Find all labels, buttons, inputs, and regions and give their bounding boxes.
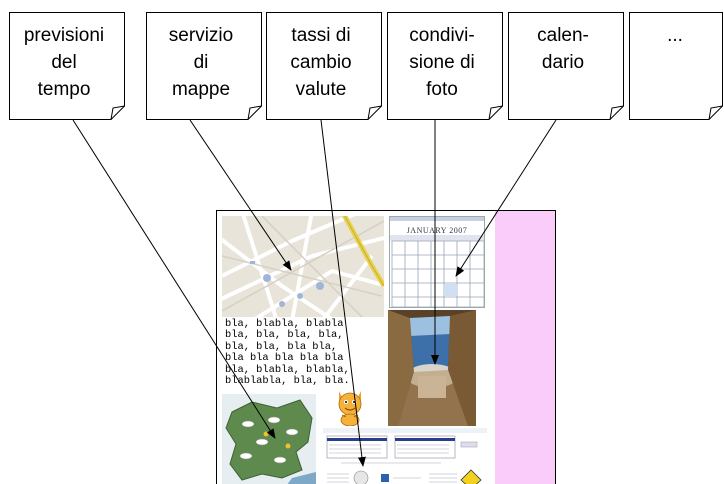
note-weather-label: previsioni del tempo <box>23 25 105 100</box>
note-shape <box>9 12 125 120</box>
note-calendar: calen- dario <box>508 12 624 120</box>
note-photos: condivi- sione di foto <box>387 12 503 120</box>
note-shape <box>387 12 503 120</box>
note-shape <box>146 12 262 120</box>
arrow-weather <box>72 119 276 439</box>
page-side-column <box>495 211 555 484</box>
weather-map-drawing <box>222 394 316 484</box>
note-shape <box>508 12 624 120</box>
note-currency: tassi di cambio valute <box>266 12 382 120</box>
note-currency-label: tassi di cambio valute <box>290 25 352 100</box>
note-shape <box>266 12 382 120</box>
note-calendar-label: calen- dario <box>537 25 589 73</box>
map-drawing <box>222 216 384 317</box>
photo-widget <box>388 310 476 426</box>
note-more: ... <box>629 12 723 120</box>
note-shape <box>629 12 723 120</box>
currency-widget <box>321 426 489 484</box>
arrow-calendar <box>455 119 557 277</box>
note-maps-label: servizio di mappe <box>168 25 234 100</box>
weather-widget <box>222 394 316 484</box>
photo-drawing <box>388 310 476 426</box>
map-widget <box>222 216 384 317</box>
note-photos-label: condivi- sione di foto <box>409 25 475 100</box>
mashup-page: JANUARY 2007 bla, blabla, blabla bla, bl… <box>216 210 556 484</box>
note-weather: previsioni del tempo <box>9 12 125 120</box>
arrow-maps <box>189 119 292 271</box>
arrow-currency <box>320 119 366 467</box>
calendar-widget: JANUARY 2007 <box>389 216 485 308</box>
filler-text: bla, blabla, blabla bla, bla, bla, bla, … <box>225 318 350 388</box>
note-more-label: ... <box>667 25 683 46</box>
note-maps: servizio di mappe <box>146 12 262 120</box>
calendar-month-title: JANUARY 2007 <box>406 226 468 235</box>
currency-drawing <box>323 428 487 484</box>
